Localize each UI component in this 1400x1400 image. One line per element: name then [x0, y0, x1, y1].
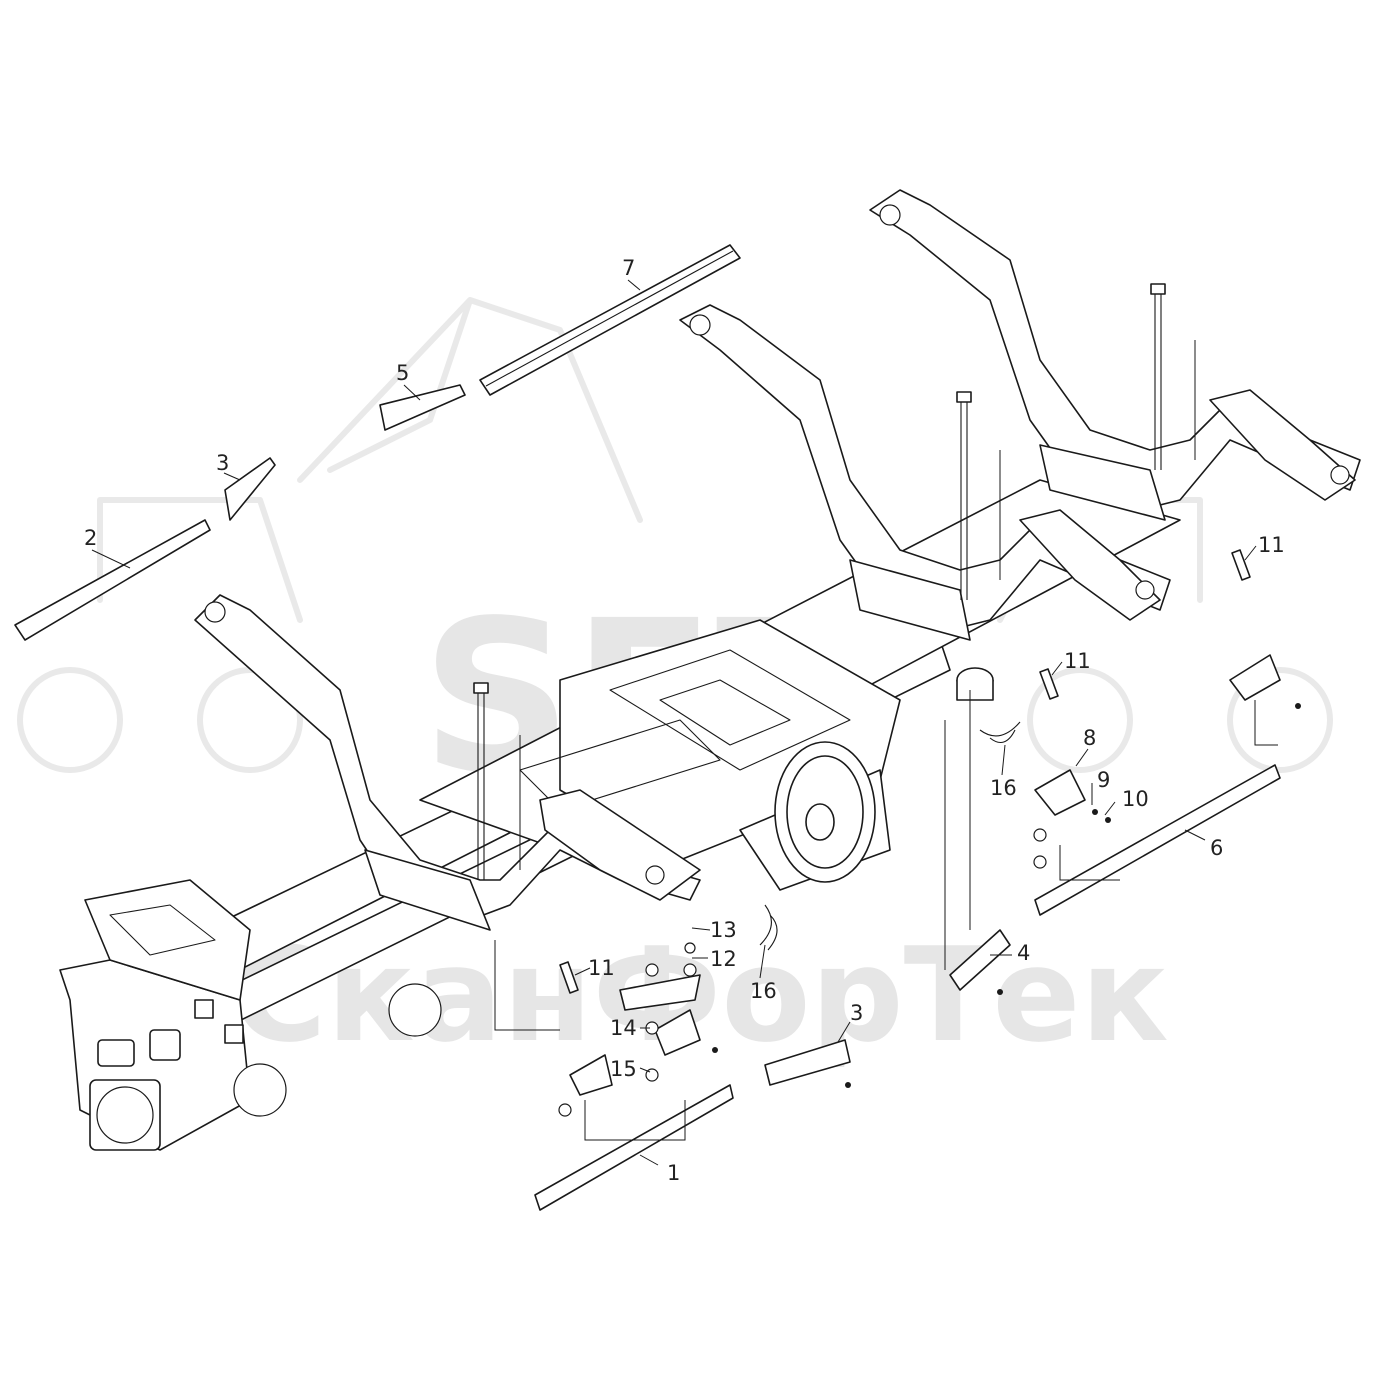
spring-parts: [759, 721, 1021, 951]
callout-4: 4: [1017, 941, 1030, 965]
callout-13: 13: [710, 918, 737, 942]
callout-15: 15: [610, 1057, 637, 1081]
callout-3-lower: 3: [850, 1001, 863, 1025]
leader-lines: [91, 279, 1278, 1166]
callout-2: 2: [84, 526, 97, 550]
callout-5: 5: [396, 361, 409, 385]
callout-11-middle: 11: [1064, 649, 1091, 673]
callout-16-upper: 16: [990, 776, 1017, 800]
callout-6: 6: [1210, 836, 1223, 860]
callout-labels: 1 2 3 3 4 5 6 7 8 9 10 11 11 11 12 13 14…: [84, 256, 1285, 1185]
part-7-bar: [479, 244, 741, 396]
long-bolts: [473, 283, 1166, 880]
pin-parts: [559, 549, 1251, 994]
callout-8: 8: [1083, 726, 1096, 750]
part-3-upper-plate: [224, 457, 276, 521]
part-5-plate: [379, 384, 466, 431]
arm-frame-front: [194, 594, 701, 931]
part-2-strip: [14, 519, 211, 641]
callout-11-front: 11: [588, 956, 615, 980]
callout-14: 14: [610, 1016, 637, 1040]
callout-7: 7: [622, 256, 635, 280]
callout-1: 1: [667, 1161, 680, 1185]
part-6-strip: [1034, 764, 1281, 916]
mount-brackets: [569, 654, 1281, 1096]
arm-frame-rear: [869, 189, 1361, 521]
callout-3-upper: 3: [216, 451, 229, 475]
part-1-strip: [534, 1084, 734, 1211]
part-3-lower-plate: [764, 1039, 851, 1086]
part-4-bracket: [949, 929, 1011, 991]
callout-9: 9: [1097, 768, 1110, 792]
callout-10: 10: [1122, 787, 1149, 811]
arm-frame-middle: [679, 304, 1171, 641]
callout-11-rear: 11: [1258, 533, 1285, 557]
callout-16-lower: 16: [750, 979, 777, 1003]
callout-12: 12: [710, 947, 737, 971]
